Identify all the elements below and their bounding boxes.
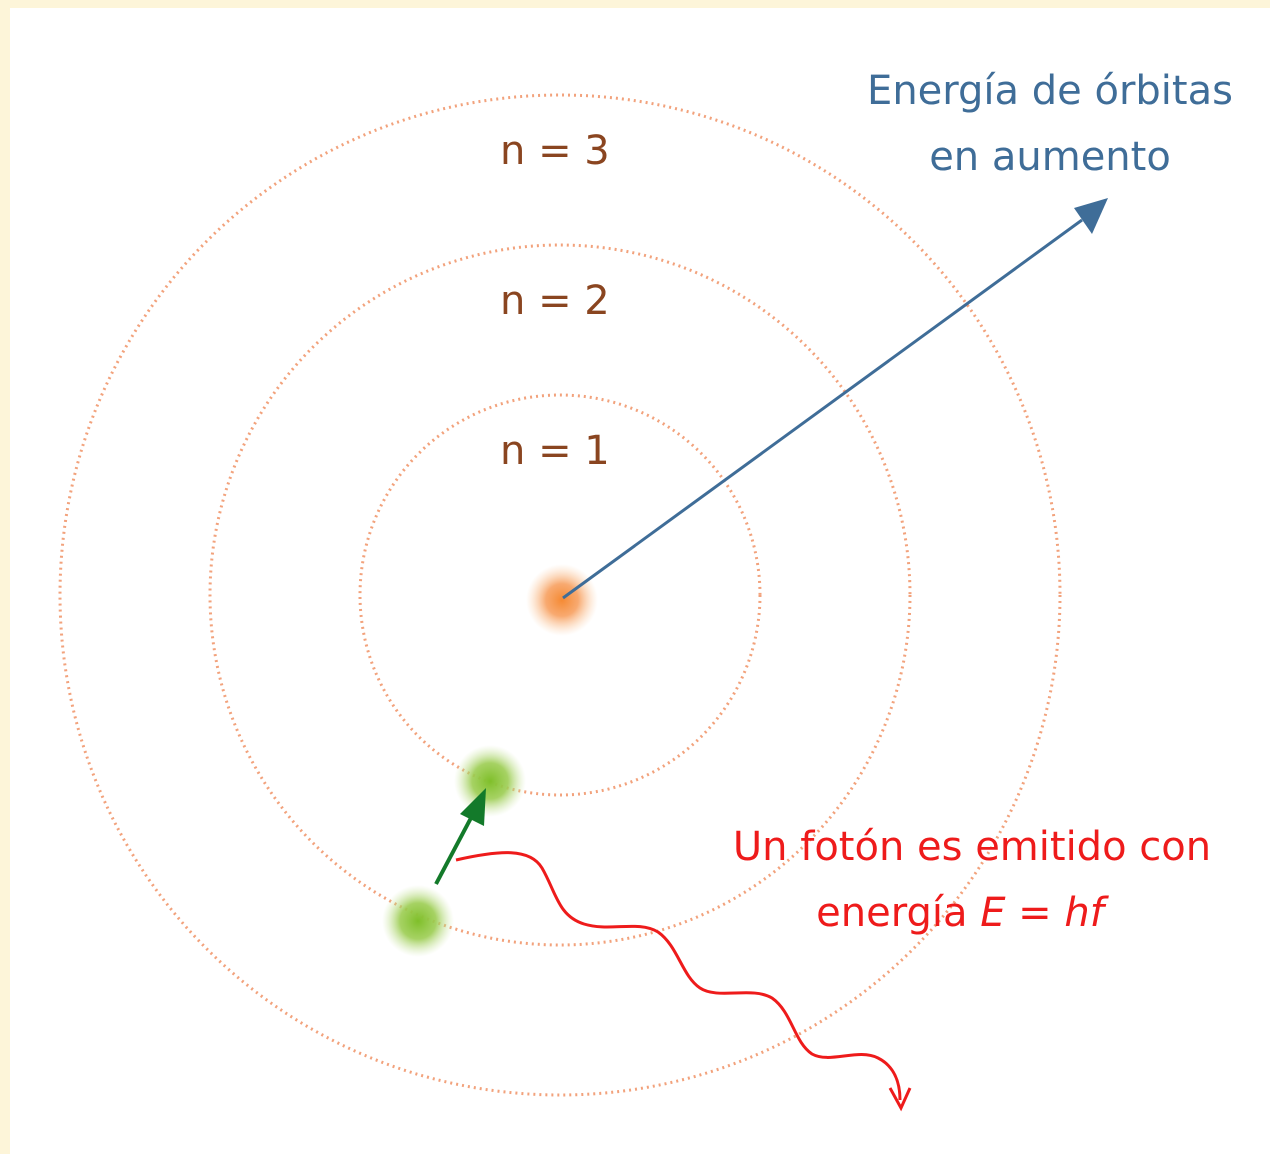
orbit-label-n1: n = 1 [500,428,610,474]
transition-arrowhead [460,788,486,826]
photon-arrowhead [888,1087,912,1112]
photon-label-line2: energía E = hf [816,890,1110,936]
orbit-n3 [58,93,1062,1097]
diagram-frame: n = 3 n = 2 n = 1 Energía de órbitas en … [10,8,1270,1154]
orbit-label-n3: n = 3 [500,128,610,174]
photon-label-prefix: energía [816,890,980,936]
energy-arrowhead [1074,198,1108,234]
photon-wave [455,851,902,1101]
orbit-n1 [358,393,762,797]
electron-lower [382,885,454,957]
energy-arrow [562,218,1083,600]
formula-equals: = [1005,890,1064,936]
orbit-label-n2: n = 2 [500,278,610,324]
formula-e: E [980,890,1006,936]
electron-upper [454,745,526,817]
energy-label-line2: en aumento [929,134,1171,180]
energy-label-line1: Energía de órbitas [867,68,1233,114]
bohr-model-diagram: n = 3 n = 2 n = 1 Energía de órbitas en … [58,68,1233,1112]
photon-label-line1: Un fotón es emitido con [733,824,1211,870]
transition-arrow [434,815,474,885]
formula-hf: hf [1064,890,1109,936]
orbit-n2 [208,243,912,947]
nucleus [526,564,598,636]
